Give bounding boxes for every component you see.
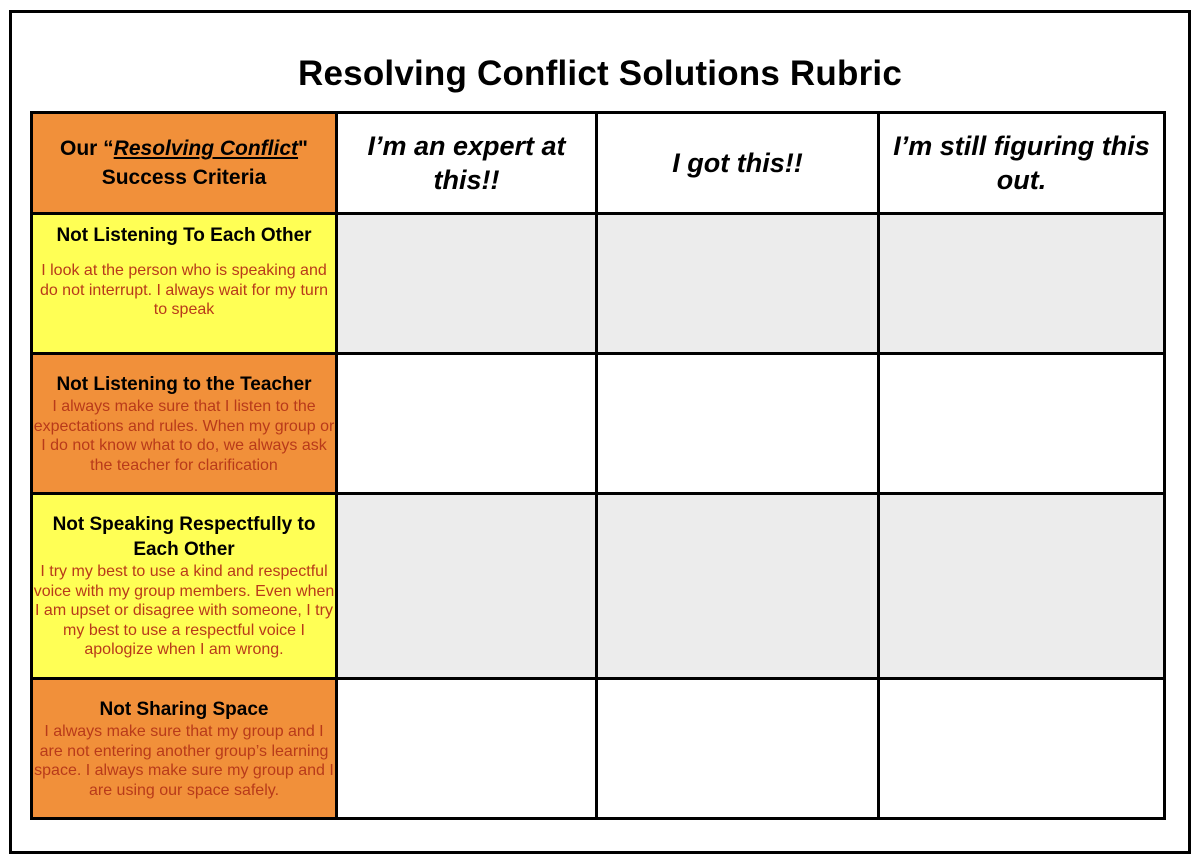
level-header-expert: I’m an expert at this!! [335, 111, 598, 215]
criterion-cell: Not Speaking Respectfully to Each Other … [30, 492, 338, 680]
rating-cell-figuring[interactable] [877, 212, 1166, 355]
criterion-description: I always make sure that my group and I a… [34, 723, 334, 799]
criterion-cell: Not Listening To Each Other I look at th… [30, 212, 338, 355]
criterion-cell: Not Sharing Space I always make sure tha… [30, 677, 338, 820]
rating-cell-got-this[interactable] [595, 352, 880, 495]
rubric-row: Not Listening To Each Other I look at th… [30, 212, 1166, 355]
rating-cell-got-this[interactable] [595, 677, 880, 820]
criterion-title: Not Listening to the Teacher [56, 374, 312, 395]
rating-cell-expert[interactable] [335, 352, 598, 495]
criteria-header-prefix: Our “ [60, 137, 114, 160]
rating-cell-expert[interactable] [335, 492, 598, 680]
rubric-row: Not Sharing Space I always make sure tha… [30, 677, 1166, 820]
level-header-figuring: I’m still figuring this out. [877, 111, 1166, 215]
level-header-got-this: I got this!! [595, 111, 880, 215]
rubric-row: Not Listening to the Teacher I always ma… [30, 352, 1166, 495]
criterion-title: Not Sharing Space [99, 699, 269, 720]
criterion-title: Not Speaking Respectfully to Each Other [52, 514, 316, 561]
criterion-title: Not Listening To Each Other [56, 225, 312, 246]
header-row: Our “Resolving Conflict" Success Criteri… [30, 111, 1166, 215]
criterion-description: I try my best to use a kind and respectf… [33, 563, 335, 659]
rating-cell-figuring[interactable] [877, 492, 1166, 680]
page-frame [9, 10, 1191, 854]
criteria-header-suffix: " [298, 137, 308, 160]
rating-cell-expert[interactable] [335, 677, 598, 820]
rating-cell-expert[interactable] [335, 212, 598, 355]
rubric-row: Not Speaking Respectfully to Each Other … [30, 492, 1166, 680]
rating-cell-figuring[interactable] [877, 677, 1166, 820]
criteria-header: Our “Resolving Conflict" Success Criteri… [30, 111, 338, 215]
criterion-cell: Not Listening to the Teacher I always ma… [30, 352, 338, 495]
rubric-table: Our “Resolving Conflict" Success Criteri… [30, 111, 1166, 820]
criterion-description: I always make sure that I listen to the … [33, 398, 335, 474]
rating-cell-got-this[interactable] [595, 492, 880, 680]
criteria-header-line1: Our “Resolving Conflict" [33, 134, 335, 163]
rating-cell-got-this[interactable] [595, 212, 880, 355]
criteria-header-emphasis: Resolving Conflict [113, 137, 299, 160]
criterion-description: I look at the person who is speaking and… [39, 262, 329, 318]
page-title: Resolving Conflict Solutions Rubric [298, 54, 902, 93]
rating-cell-figuring[interactable] [877, 352, 1166, 495]
criteria-header-line2: Success Criteria [101, 166, 267, 189]
